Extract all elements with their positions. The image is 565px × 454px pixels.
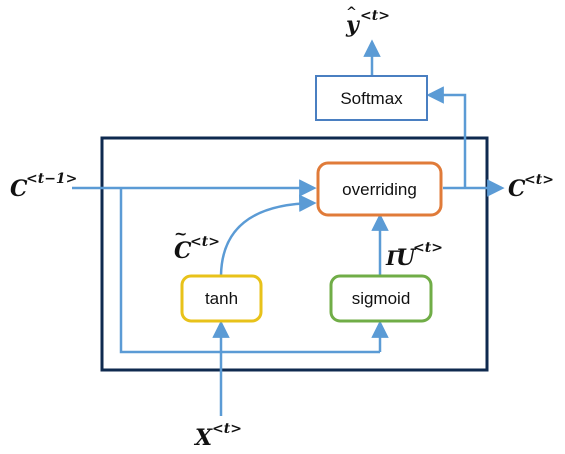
arrow-c-prev-to-bus: [119, 188, 380, 354]
c-tilde-tilde: ~: [174, 224, 187, 243]
overriding-label: overriding: [342, 180, 417, 199]
c-tilde-base: C: [174, 238, 192, 264]
arrow-c-to-softmax: [426, 86, 467, 188]
sigmoid-node: sigmoid: [329, 274, 433, 323]
c-out-superscript: <t>: [524, 172, 554, 188]
c-prev-base: C: [10, 176, 28, 202]
y-hat-label: y ^ <t>: [345, 5, 390, 38]
gamma-symbol: Γ: [385, 246, 402, 270]
x-input-label: X <t>: [193, 421, 242, 451]
update-gate-base: U: [396, 245, 417, 271]
x-input-base: X: [193, 425, 213, 451]
sigmoid-label: sigmoid: [352, 289, 411, 308]
update-gate-superscript: <t>: [413, 240, 443, 256]
c-prev-superscript: <t−1>: [26, 171, 77, 187]
c-prev-label: C <t−1>: [10, 171, 77, 202]
overriding-node: overriding: [316, 161, 443, 217]
y-hat-superscript: <t>: [360, 8, 390, 24]
tanh-label: tanh: [205, 289, 238, 308]
x-input-superscript: <t>: [212, 421, 242, 437]
arrow-tanh-to-overriding: [219, 194, 317, 276]
c-out-base: C: [508, 176, 526, 202]
tanh-node: tanh: [180, 274, 263, 323]
y-hat-hat: ^: [346, 5, 357, 20]
c-tilde-superscript: <t>: [190, 234, 220, 250]
y-hat-base: y: [345, 12, 361, 38]
update-gate-label: Γ U <t>: [385, 240, 443, 271]
softmax-label: Softmax: [340, 89, 403, 108]
c-tilde-label: ~ C <t>: [174, 224, 220, 264]
c-out-label: C <t>: [508, 172, 554, 202]
cell-boundary: [100, 136, 489, 372]
connections: [72, 39, 505, 416]
softmax-node: Softmax: [315, 75, 428, 121]
